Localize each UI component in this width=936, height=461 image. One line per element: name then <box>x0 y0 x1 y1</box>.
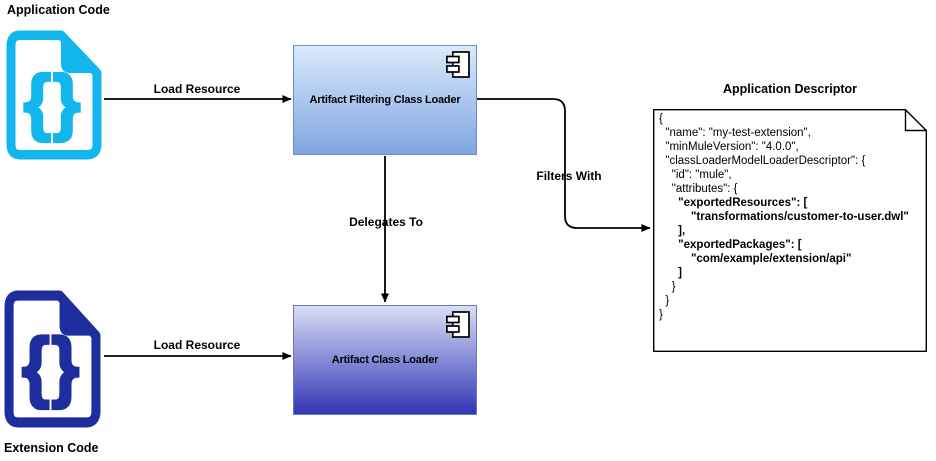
braces-icon: {} <box>22 322 81 409</box>
node-label: Artifact Class Loader <box>331 354 439 366</box>
edge-label-delegates-to: Delegates To <box>349 215 423 229</box>
edge-label-filters-with: Filters With <box>536 169 602 183</box>
application-descriptor-title: Application Descriptor <box>722 82 858 96</box>
edge-label-load-resource-top: Load Resource <box>153 82 241 96</box>
extension-code-file-icon: {} <box>4 290 101 428</box>
node-artifact-class-loader: Artifact Class Loader <box>293 305 477 415</box>
node-label: Artifact Filtering Class Loader <box>309 94 461 106</box>
application-code-label: Application Code <box>7 3 110 17</box>
application-descriptor-note: { "name": "my-test-extension", "minMuleV… <box>653 109 927 352</box>
uml-component-icon <box>446 311 470 338</box>
node-artifact-filtering-class-loader: Artifact Filtering Class Loader <box>293 45 477 155</box>
edge-label-load-resource-bottom: Load Resource <box>153 338 241 352</box>
application-code-file-icon: {} <box>6 30 102 160</box>
note-shape <box>653 109 927 352</box>
extension-code-label: Extension Code <box>4 441 99 455</box>
descriptor-json-code: { "name": "my-test-extension", "minMuleV… <box>659 113 909 321</box>
uml-component-icon <box>446 51 470 78</box>
braces-icon: {} <box>24 61 82 143</box>
edge-filters-with <box>477 98 651 232</box>
